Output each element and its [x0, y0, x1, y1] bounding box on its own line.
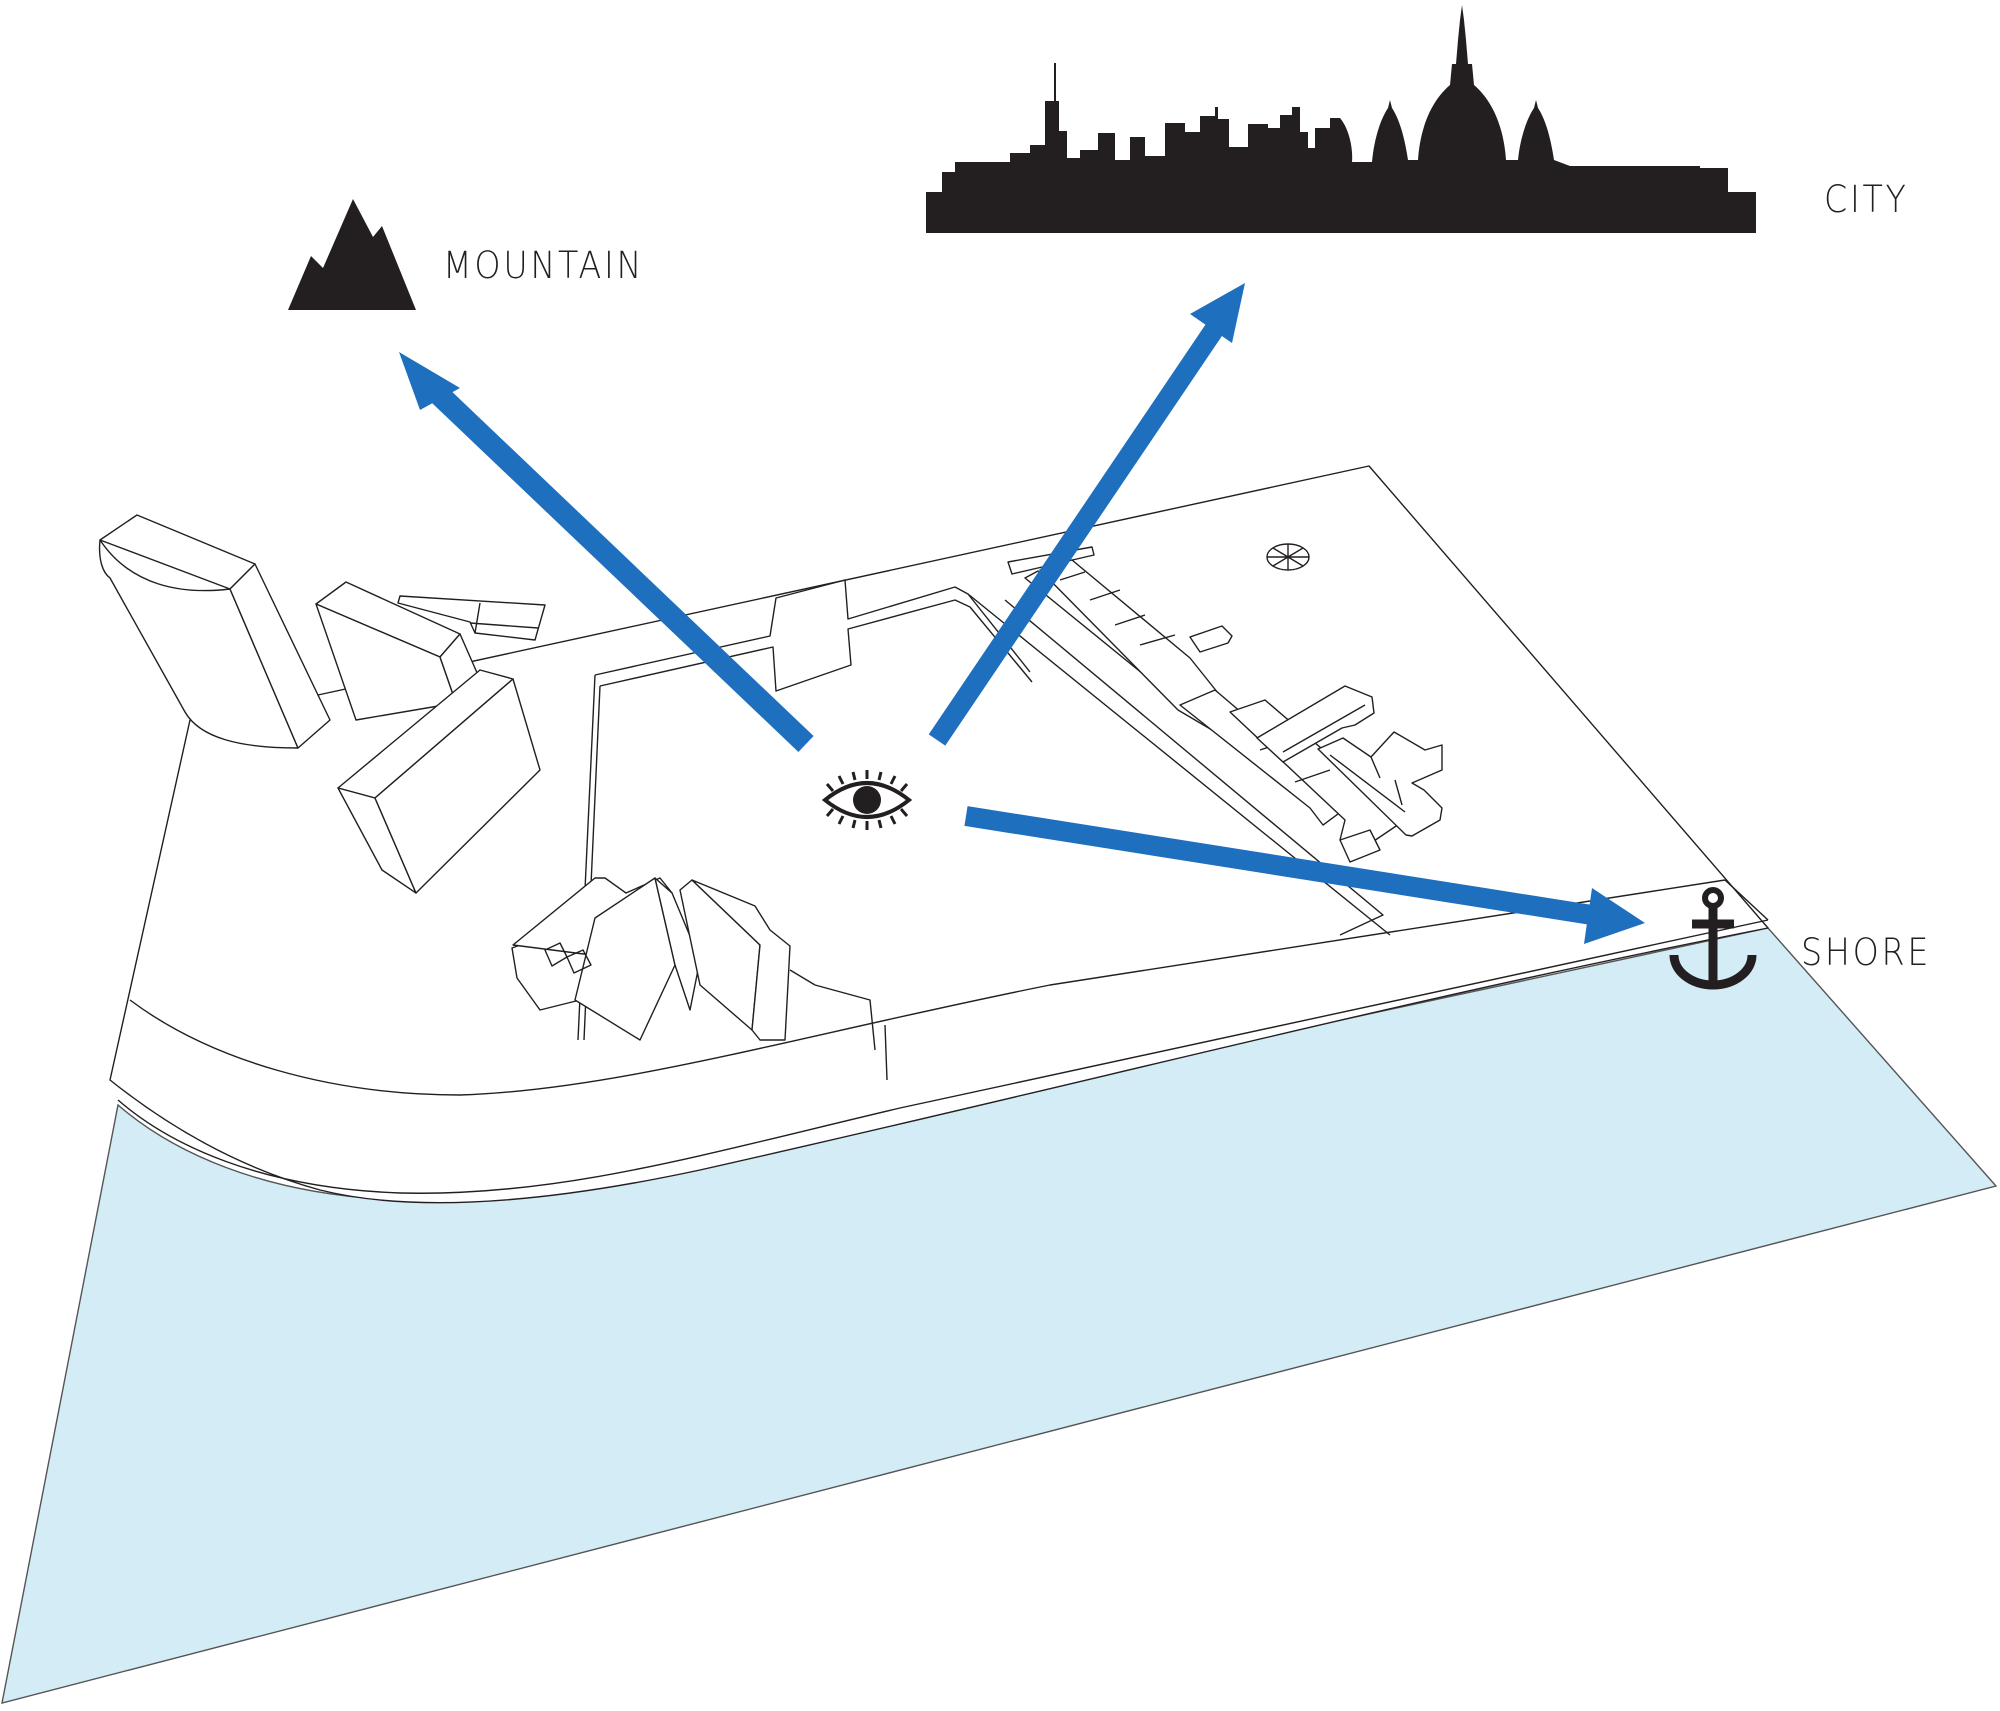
mountain-icon — [288, 199, 416, 310]
building-cluster-south — [511, 877, 876, 1051]
shore-step — [1724, 879, 1769, 921]
city-skyline-icon — [926, 5, 1756, 233]
eye-icon — [821, 770, 913, 830]
arrow-to-mountain — [399, 352, 814, 752]
anchor-icon — [1669, 887, 1757, 990]
shore-label: SHORE — [1801, 931, 1932, 974]
promenade-inner-edge — [129, 879, 1726, 1096]
plaza-wall-inner — [599, 599, 1033, 692]
promenade-outer-edge — [117, 919, 1769, 1194]
plaza-bottom-edge — [884, 1024, 888, 1081]
mountain-label: MOUNTAIN — [443, 244, 645, 287]
building-small-block — [1189, 625, 1233, 653]
gazebo-dome — [1266, 543, 1310, 571]
building-slab-east — [1256, 685, 1375, 763]
plaza-wall — [594, 579, 1031, 676]
building-block-b — [337, 669, 541, 894]
arrow-to-shore — [964, 806, 1645, 944]
building-curved-tower — [98, 514, 331, 749]
building-t-block — [1317, 731, 1443, 837]
city-label: CITY — [1824, 178, 1909, 221]
site-ground — [109, 465, 1769, 1204]
arrow-to-city — [928, 283, 1245, 746]
building-slab-small — [397, 595, 546, 641]
